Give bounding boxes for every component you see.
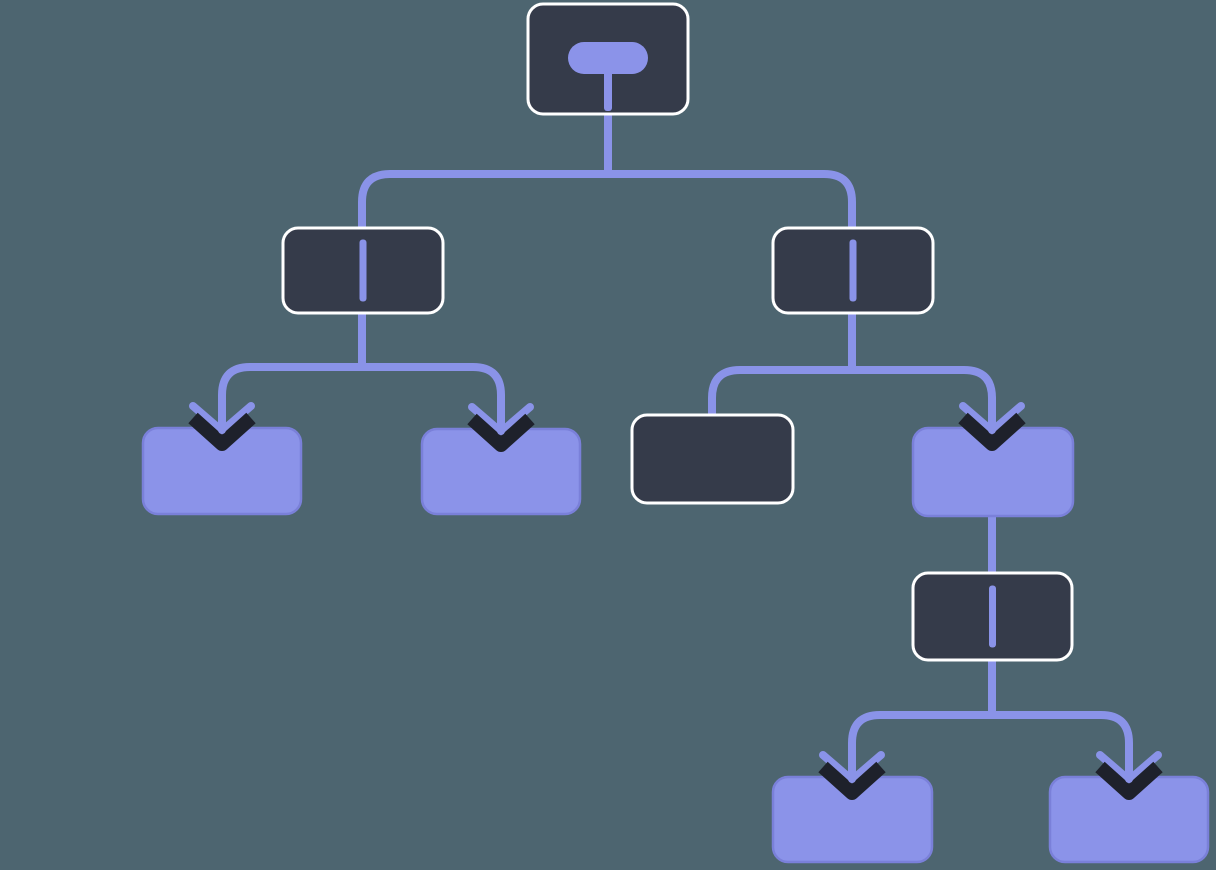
- arrow-chevron-dark: [1095, 761, 1163, 800]
- pass-divider-bar: [359, 239, 367, 302]
- connector-split-left: [218, 363, 505, 438]
- arrow-down-icon: [467, 395, 535, 452]
- tree-node-branch-right[interactable]: [771, 226, 935, 315]
- connector-split-right: [708, 366, 996, 438]
- arrow-chevron-dark: [818, 761, 886, 800]
- connector-split-top: [358, 170, 856, 236]
- tree-node-root[interactable]: [526, 2, 690, 116]
- pass-divider-bar: [849, 239, 857, 302]
- arrow-down-icon: [188, 394, 256, 451]
- arrow-chevron-dark: [958, 412, 1026, 451]
- connector-split-bottom: [848, 711, 1133, 787]
- arrow-chevron-dark: [188, 412, 256, 451]
- tree-node-node-plain[interactable]: [630, 413, 795, 505]
- connector-layer: [218, 106, 1133, 787]
- tree-node-branch-lower[interactable]: [911, 571, 1074, 662]
- arrow-down-icon: [1095, 743, 1163, 800]
- dark-node-box[interactable]: [630, 413, 795, 505]
- arrow-chevron-dark: [467, 413, 535, 452]
- node-layer: [141, 2, 1210, 864]
- arrow-layer: [188, 394, 1163, 800]
- tree-node-branch-left[interactable]: [281, 226, 445, 315]
- arrow-down-icon: [958, 394, 1026, 451]
- arrow-down-icon: [818, 743, 886, 800]
- pass-divider-bar: [989, 585, 996, 648]
- root-pill-icon: [568, 42, 648, 74]
